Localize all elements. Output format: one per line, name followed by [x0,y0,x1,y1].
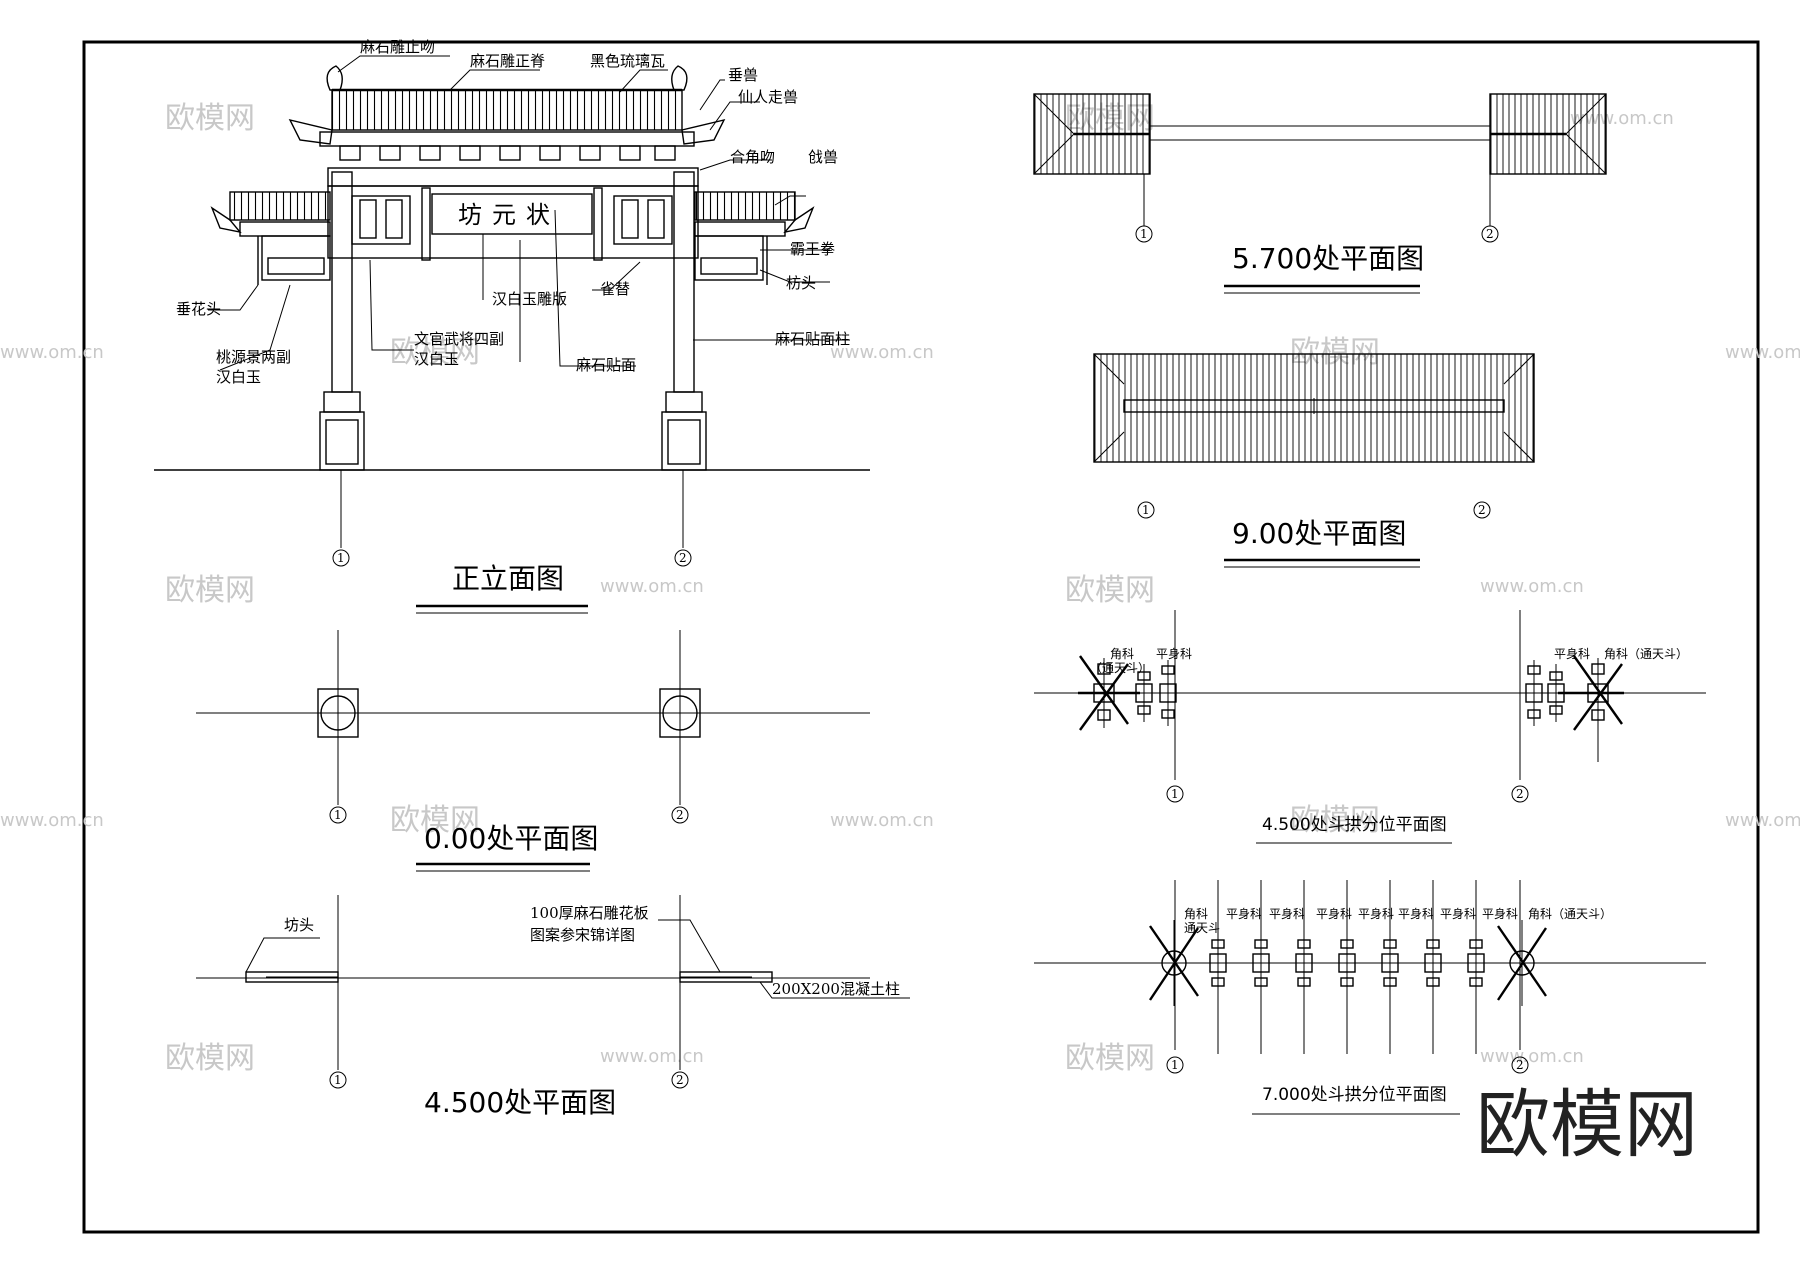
label-queti: 雀替 [600,280,630,298]
axis-label-2: 2 [679,551,687,565]
dougong-7000-plan: 角科 通天斗 平身科 平身科 平身科 平身科 平身科 平身科 平身科 角科（通天… [1034,880,1706,1115]
dougong-corner-left [1149,920,1199,1006]
plan-5700-title: 5.700处平面图 [1232,242,1424,275]
label-hip-beast: 垂兽 [728,66,758,84]
watermark-logo: 欧模网 [1065,573,1155,608]
axis-label-2: 2 [1478,503,1486,517]
watermark-layer: 欧模网 欧模网 欧模网 欧模网 欧模网 欧模网 欧模网 欧模网 欧模网 欧模网 … [0,101,1800,1076]
label-plan-fangtou: 坊头 [284,916,314,934]
brand-logo: 欧模网 [1476,1082,1698,1168]
label-corner-left: 角科 [1110,647,1134,661]
watermark-logo: 欧模网 [1065,1041,1155,1076]
main-roof-brackets [339,145,676,161]
front-elevation: 坊元状 1 2 [154,38,870,614]
dougong-4500-title: 4.500处斗拱分位平面图 [1262,815,1447,835]
dougong-corner-right [1497,920,1547,1006]
plan-4500: 坊头 100厚麻石雕花板 图案参宋锦详图 200X200混凝土柱 1 2 4.5… [196,895,910,1119]
dougong-7000-title: 7.000处斗拱分位平面图 [1262,1085,1447,1105]
label-panel-2: 图案参宋锦详图 [530,926,635,944]
plaque-frame [431,193,593,235]
label-immortal-beasts: 仙人走兽 [738,88,798,106]
label-corner-sub-left: 通天斗 [1184,921,1220,935]
watermark-url: www.om.cn [600,1046,704,1067]
label-officials-1: 文官武将四副 [414,330,504,348]
label-corner-full-right: 角科（通天斗） [1528,907,1612,921]
label-panel-1: 100厚麻石雕花板 [530,904,649,922]
axis-label-1: 1 [1171,787,1179,801]
plan-900-title: 9.00处平面图 [1232,517,1406,550]
plan-900: 1 2 9.00处平面图 [1093,353,1535,568]
label-flat-left: 平身科 [1156,646,1192,661]
watermark-logo: 欧模网 [1290,803,1380,838]
elevation-title: 正立面图 [452,562,564,595]
watermark-url: www.om.cn [0,810,104,831]
watermark-url: www.om.cn [830,342,934,363]
watermark-logo: 欧模网 [390,335,480,370]
dougong-corner-left [1078,655,1140,731]
axis-label-1: 1 [334,808,342,822]
axis-label-2: 2 [1516,787,1524,801]
label-finial: 麻石雕止吻 [360,38,435,56]
watermark-logo: 欧模网 [165,101,255,136]
label-guard-beast: 戗兽 [808,148,838,166]
axis-label-2: 2 [1516,1058,1524,1072]
watermark-url: www.om.cn [1480,576,1584,597]
dougong-4500-plan: 角科 （通天斗） 平身科 平身科 角科（通天斗） 1 2 4.500处斗拱分位平… [1034,610,1706,844]
label-flat: 平身科 [1316,906,1352,921]
label-hanging-flower: 垂花头 [176,300,221,318]
label-stone-column: 麻石贴面柱 [775,330,850,348]
axis-label-1: 1 [1140,227,1148,241]
label-flat: 平身科 [1398,906,1434,921]
axis-label-2: 2 [676,808,684,822]
axis-label-1: 1 [337,551,345,565]
label-flat-right: 平身科 [1554,646,1590,661]
axis-label-1: 1 [1142,503,1150,517]
label-bawang-fist: 霸王拳 [790,240,835,258]
axis-label-2: 2 [1486,227,1494,241]
label-flat: 平身科 [1226,906,1262,921]
axis-label-1: 1 [1171,1058,1179,1072]
dougong-flat-left [1135,660,1177,726]
watermark-url: www.om.cn [1480,1046,1584,1067]
dougong-flat-right [1525,660,1565,726]
axis-label-1: 1 [334,1073,342,1087]
label-flat: 平身科 [1358,906,1394,921]
label-concrete-column: 200X200混凝土柱 [772,980,900,998]
watermark-url: www.om.cn [600,576,704,597]
watermark-url: www.om.cn [0,342,104,363]
label-jade-panel: 汉白玉雕版 [492,290,567,308]
label-corner-full-right: 角科（通天斗） [1604,647,1688,661]
main-roof-tiles [331,89,683,131]
watermark-logo: 欧模网 [165,573,255,608]
label-corner-note-left: （通天斗） [1090,661,1150,675]
plan-000-title: 0.00处平面图 [424,822,598,855]
label-taoyuan-2: 汉白玉 [216,368,261,386]
label-tiles: 黑色琉璃瓦 [590,52,665,70]
axis-label-2: 2 [676,1073,684,1087]
plaque-text: 坊元状 [458,201,560,229]
watermark-url: www.om.cn [830,810,934,831]
sheet-border [82,40,1760,1234]
label-flat: 平身科 [1482,906,1518,921]
dougong-corner-right [1558,655,1624,762]
label-stone-facing: 麻石贴面 [576,356,636,374]
watermark-url: www.om.cn [1725,342,1800,363]
label-officials-2: 汉白玉 [414,350,459,368]
plan-000: 1 2 0.00处平面图 [196,630,870,872]
label-ridge: 麻石雕正脊 [470,52,545,70]
plan-5700: 1 2 5.700处平面图 [1033,93,1607,294]
watermark-logo: 欧模网 [165,1041,255,1076]
label-corner-left: 角科 [1184,907,1208,921]
plan-4500-title: 4.500处平面图 [424,1086,616,1119]
label-flat: 平身科 [1440,906,1476,921]
label-taoyuan-1: 桃源景两副 [216,348,291,366]
watermark-logo: 欧模网 [390,803,480,838]
label-corner-beast: 合角吻 [730,148,775,166]
watermark-url: www.om.cn [1725,810,1800,831]
dougong-flat-row [1209,880,1485,1054]
label-flat: 平身科 [1269,906,1305,921]
label-fangtou: 枋头 [786,274,816,292]
